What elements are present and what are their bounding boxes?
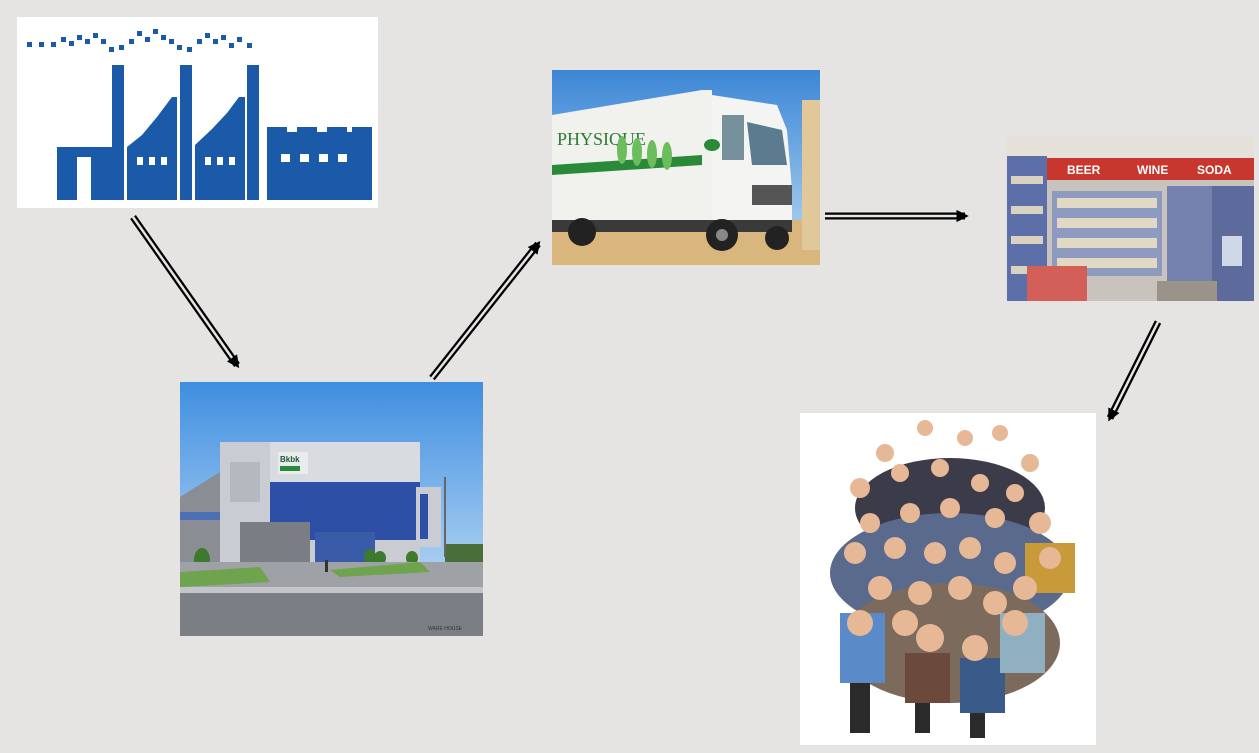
consumers-node — [800, 413, 1096, 745]
arrow-factory-to-warehouse — [130, 214, 240, 369]
store-sign-soda: SODA — [1197, 163, 1232, 177]
factory-node — [17, 17, 378, 208]
crowd-of-people-image — [830, 420, 1075, 738]
store-node: BEER WINE SODA — [1007, 136, 1254, 301]
store-sign-wine: WINE — [1137, 163, 1168, 177]
store-sign-beer: BEER — [1067, 163, 1101, 177]
arrow-store-to-consumers — [1106, 320, 1162, 422]
warehouse-node: Bkbk WARE HOUSE — [180, 382, 483, 636]
retail-store-image: BEER WINE SODA — [1007, 136, 1254, 301]
delivery-truck-image: PHYSIQUE — [552, 70, 820, 265]
warehouse-sign: Bkbk — [280, 455, 300, 464]
truck-node: PHYSIQUE — [552, 70, 820, 265]
factory-icon — [27, 29, 372, 200]
warehouse-credit: WARE HOUSE — [428, 626, 463, 632]
warehouse-building-image: Bkbk WARE HOUSE — [180, 382, 483, 636]
arrow-warehouse-to-truck — [429, 241, 541, 381]
